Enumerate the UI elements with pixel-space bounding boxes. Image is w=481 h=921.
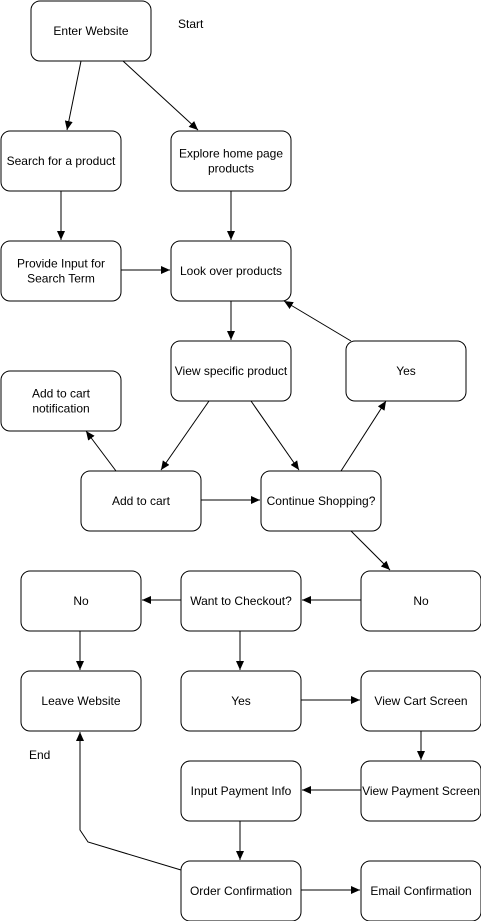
node-label: Email Confirmation	[370, 884, 471, 898]
node-label: Enter Website	[53, 24, 128, 38]
node-box	[180, 860, 302, 921]
node-box	[180, 670, 302, 732]
start-label: Start	[178, 17, 204, 31]
node-view-payment: View Payment Screen	[360, 760, 481, 822]
node-label: Want to Checkout?	[190, 594, 292, 608]
node-label: Input Payment Info	[191, 784, 292, 798]
node-box	[260, 470, 382, 532]
node-no-checkout: No	[20, 570, 142, 632]
node-label: Continue Shopping?	[267, 494, 376, 508]
node-yes-continue: Yes	[345, 340, 467, 402]
node-box	[170, 340, 292, 402]
node-want-checkout: Want to Checkout?	[180, 570, 302, 632]
node-box	[360, 570, 481, 632]
node-box	[360, 760, 481, 822]
edge-view-specific-to-continue-shopping	[250, 400, 300, 471]
node-search-product: Search for a product	[0, 130, 122, 192]
node-label: View Cart Screen	[374, 694, 467, 708]
node-box	[360, 860, 481, 921]
edges	[57, 60, 425, 894]
node-label: Provide Input for	[17, 257, 105, 271]
edge-view-specific-to-add-to-cart	[160, 400, 210, 471]
node-box	[170, 240, 292, 302]
edge-continue-shopping-to-yes-continue	[340, 400, 387, 472]
node-add-to-cart: Add to cart	[80, 470, 202, 532]
node-view-specific: View specific product	[170, 340, 292, 402]
node-label: notification	[32, 402, 89, 416]
edge-enter-website-to-search-product	[64, 60, 82, 131]
node-label: Search for a product	[7, 154, 116, 168]
node-box	[180, 760, 302, 822]
node-box	[30, 0, 152, 62]
node-box	[180, 570, 302, 632]
node-enter-website: Enter Website	[30, 0, 152, 62]
node-label: No	[413, 594, 429, 608]
node-label: Yes	[231, 694, 251, 708]
edge-continue-shopping-to-no-continue	[350, 530, 391, 571]
node-label: View specific product	[175, 364, 288, 378]
node-box	[170, 130, 292, 192]
node-email-confirmation: Email Confirmation	[360, 860, 481, 921]
end-label: End	[29, 748, 50, 762]
node-label: Add to cart	[32, 387, 91, 401]
node-label: Order Confirmation	[190, 884, 292, 898]
node-box	[20, 670, 142, 732]
node-label: Leave Website	[41, 694, 120, 708]
edge-enter-website-to-explore-home	[122, 60, 199, 131]
node-view-cart: View Cart Screen	[360, 670, 481, 732]
node-box	[80, 470, 202, 532]
node-yes-checkout: Yes	[180, 670, 302, 732]
node-leave-website: Leave Website	[20, 670, 142, 732]
node-order-confirmation: Order Confirmation	[180, 860, 302, 921]
node-label: Add to cart	[112, 494, 171, 508]
node-label: products	[208, 162, 254, 176]
node-label: View Payment Screen	[362, 784, 480, 798]
node-box	[0, 240, 122, 302]
node-box	[0, 370, 122, 432]
edge-add-to-cart-to-add-cart-notif	[85, 430, 117, 472]
node-label: Explore home page	[179, 147, 283, 161]
edge-order-confirmation-to-leave-website	[76, 732, 182, 871]
node-continue-shopping: Continue Shopping?	[260, 470, 382, 532]
node-no-continue: No	[360, 570, 481, 632]
edge-yes-continue-to-look-over	[283, 300, 352, 342]
node-label: Yes	[396, 364, 416, 378]
node-look-over: Look over products	[170, 240, 292, 302]
node-box	[360, 670, 481, 732]
node-label: No	[73, 594, 89, 608]
node-box	[345, 340, 467, 402]
node-box	[20, 570, 142, 632]
node-label: Search Term	[27, 272, 95, 286]
node-label: Look over products	[180, 264, 282, 278]
node-box	[0, 130, 122, 192]
node-input-payment: Input Payment Info	[180, 760, 302, 822]
